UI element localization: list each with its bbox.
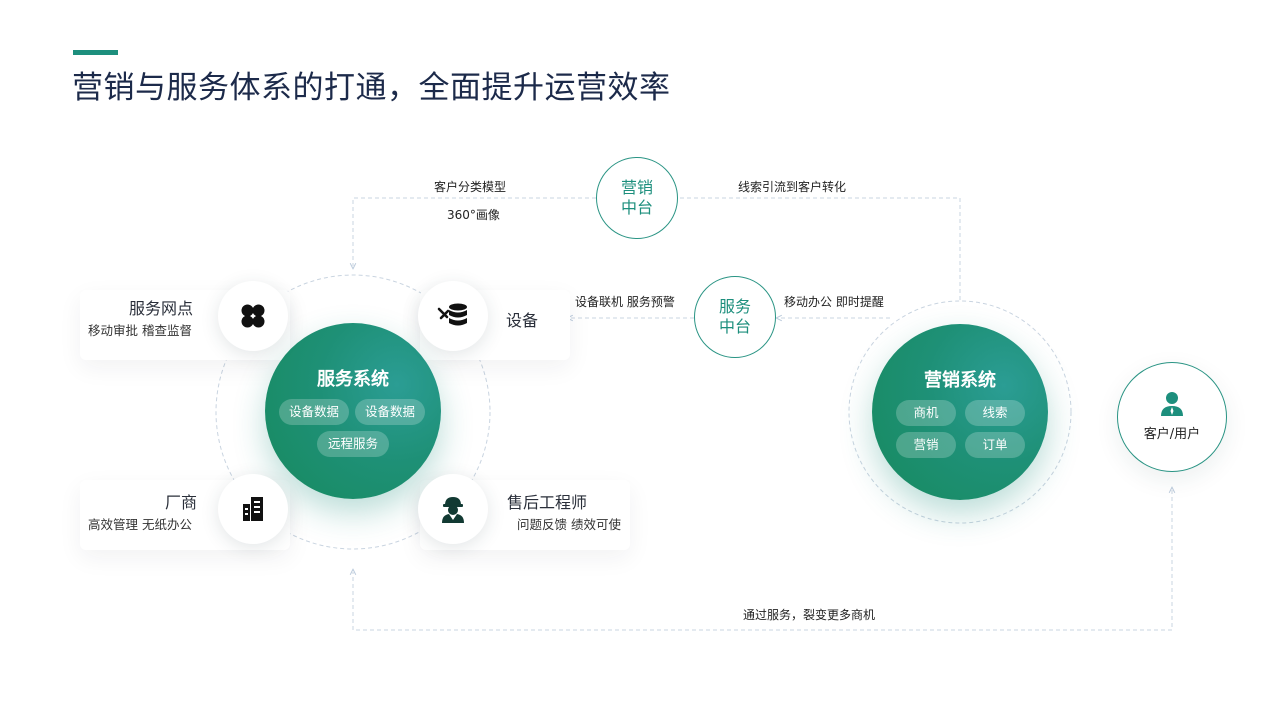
flow-label-device-alert: 设备联机 服务预警	[575, 295, 675, 309]
hub-line: 服务	[718, 297, 751, 316]
flow-label-lead-conversion: 线索引流到客户转化	[738, 180, 847, 194]
device-node[interactable]	[418, 281, 488, 351]
service-system-circle[interactable]: 服务系统 设备数据 设备数据 远程服务	[265, 323, 441, 499]
chip-device-data[interactable]: 设备数据	[355, 399, 425, 425]
chip-opportunity[interactable]: 商机	[896, 400, 956, 426]
hub-line: 营销	[620, 178, 653, 197]
manufacturer-node[interactable]	[218, 474, 288, 544]
engineer-sub: 问题反馈 绩效可使	[517, 517, 621, 532]
service-outlet-sub: 移动审批 稽查监督	[88, 323, 192, 338]
customer-label: 客户/用户	[1143, 426, 1201, 442]
service-platform-hub[interactable]: 服务 中台	[694, 276, 776, 358]
building-icon	[243, 497, 263, 521]
service-outlet-node[interactable]	[218, 281, 288, 351]
engineer-node[interactable]	[418, 474, 488, 544]
chip-lead[interactable]: 线索	[965, 400, 1025, 426]
user-icon	[1161, 391, 1183, 416]
page-title: 营销与服务体系的打通，全面提升运营效率	[72, 70, 671, 106]
chip-device-data[interactable]: 设备数据	[279, 399, 349, 425]
customer-node[interactable]: 客户/用户	[1117, 362, 1227, 472]
chip-marketing[interactable]: 营销	[896, 432, 956, 458]
marketing-system-circle[interactable]: 营销系统 商机 线索 营销 订单	[872, 324, 1048, 500]
manufacturer-name: 厂商	[165, 493, 198, 512]
chip-remote-service[interactable]: 远程服务	[317, 431, 389, 457]
service-outlet-name: 服务网点	[129, 299, 194, 318]
engineer-icon	[442, 497, 464, 523]
flow-label-referral: 通过服务，裂变更多商机	[743, 608, 876, 622]
flow-label-segmentation: 客户分类模型	[434, 180, 507, 194]
chip-order[interactable]: 订单	[965, 432, 1025, 458]
service-system-title: 服务系统	[317, 369, 389, 390]
hub-line: 中台	[718, 317, 751, 336]
device-name: 设备	[506, 311, 539, 330]
flow-label-mobile-office: 移动办公 即时提醒	[784, 295, 884, 309]
marketing-platform-hub[interactable]: 营销 中台	[596, 157, 678, 239]
engineer-name: 售后工程师	[507, 493, 588, 512]
manufacturer-sub: 高效管理 无纸办公	[88, 517, 192, 532]
flow-label-portrait: 360°画像	[447, 208, 500, 222]
marketing-system-title: 营销系统	[924, 370, 996, 391]
database-tools-icon	[437, 303, 467, 326]
clover-icon	[241, 304, 265, 328]
hub-line: 中台	[620, 198, 653, 217]
title-accent-bar	[73, 50, 118, 55]
